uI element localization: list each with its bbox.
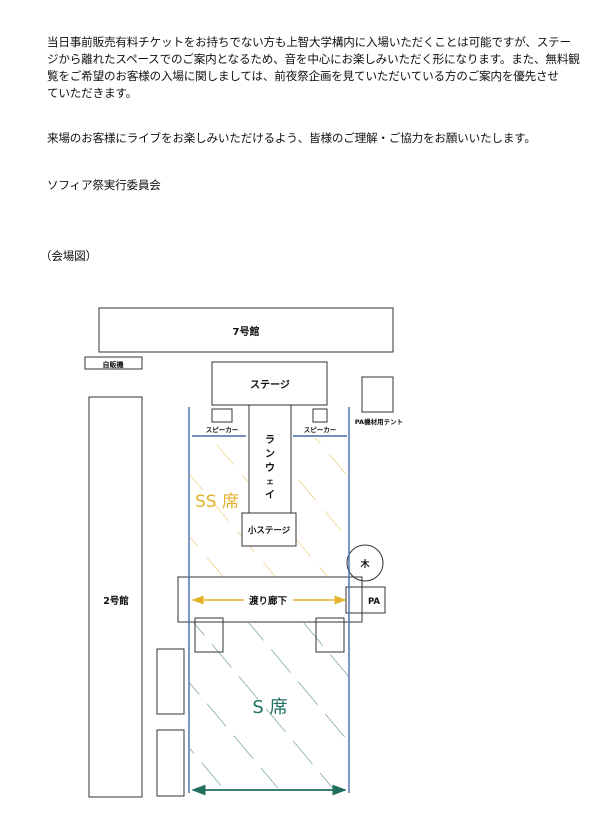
tree-label: 木 [359, 558, 370, 570]
speaker-right [312, 408, 328, 423]
pillar-right [315, 617, 345, 653]
notice-line: 当日事前販売有料チケットをお持ちでない方も上智大学構内に入場いただくことは可能で… [47, 35, 571, 49]
pa-label: PA [368, 597, 380, 607]
small-stage [241, 512, 297, 547]
notice-line: ていただきます。 [47, 86, 137, 100]
ss-seat-hatch-left [190, 438, 248, 577]
box-left-2 [156, 729, 185, 797]
ss-seat-hatch-right [292, 438, 348, 577]
ss-seat-label: SS 席 [195, 492, 239, 512]
notice-paragraph-2: 来場のお客様にライブをお楽しみいただけるよう、皆様のご理解・ご協力をお願いいたし… [47, 131, 536, 145]
pillar-left [194, 617, 224, 653]
corridor [177, 576, 363, 623]
notice-line: ジから離れたスペースでのご案内となるため、音を中心にお楽しみいただく形になります… [47, 52, 580, 66]
building-2-label: 2号館 [103, 595, 129, 607]
speaker-left-label: スピーカー [206, 425, 239, 434]
map-caption: （会場図） [40, 249, 97, 263]
signature: ソフィア祭実行委員会 [47, 178, 161, 192]
building-7 [98, 307, 394, 353]
runway-label-5: イ [265, 489, 275, 501]
notice-line: 覧をご希望のお客様の入場に関しましては、前夜祭企画を見ていただいている方のご案内… [47, 69, 559, 83]
s-seat-label: S 席 [252, 697, 287, 718]
vending-label: 自販機 [103, 360, 124, 369]
small-stage-label: 小ステージ [247, 525, 291, 536]
building-7-label: 7号館 [233, 325, 260, 338]
s-seat-hatch [190, 623, 348, 788]
pa-tent [361, 376, 394, 413]
vending-machine [84, 356, 143, 370]
speaker-left [211, 408, 233, 423]
corridor-label: 渡り廊下 [249, 595, 288, 607]
stage [211, 361, 328, 406]
runway-label-1: ラ [265, 434, 275, 446]
tree [346, 544, 384, 582]
box-left-1 [156, 648, 185, 715]
speaker-right-label: スピーカー [304, 425, 337, 434]
runway-label-2: ン [265, 449, 275, 460]
pa-tent-label: PA機材用テント [355, 417, 403, 426]
ss-seat-hatch-bottom [248, 546, 292, 577]
runway-label-3: ウ [265, 462, 275, 474]
building-2 [88, 396, 143, 798]
stage-label: ステージ [250, 379, 290, 391]
runway-label-4: ェ [266, 477, 274, 486]
